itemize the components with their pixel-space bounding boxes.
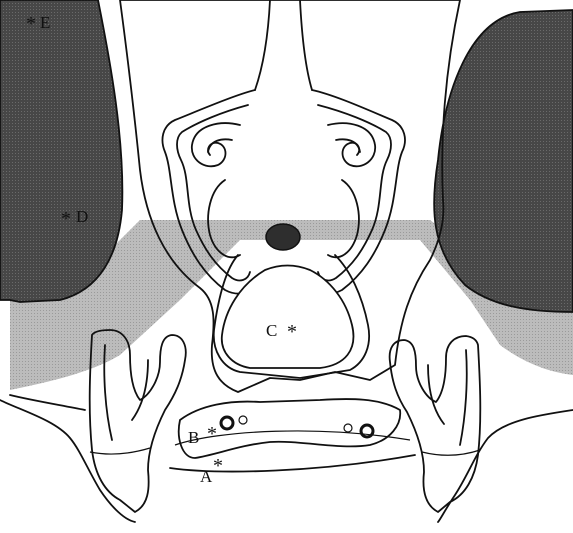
right-turbinate <box>306 90 405 294</box>
svg-text:B: B <box>188 428 199 447</box>
palatine-foramen-right <box>361 425 373 437</box>
left-dark-region <box>0 0 122 302</box>
small-foramen-right <box>344 424 352 432</box>
left-tooth <box>90 330 186 512</box>
svg-text:*: * <box>26 13 36 35</box>
right-tooth <box>390 336 481 512</box>
svg-text:*: * <box>213 455 223 477</box>
nasal-septum-right-edge <box>300 0 312 90</box>
nasal-septum <box>255 0 270 90</box>
svg-text:E: E <box>40 13 50 32</box>
svg-text:*: * <box>207 423 217 445</box>
svg-text:*: * <box>61 208 71 230</box>
jaw-outline <box>0 395 573 522</box>
palatine-foramen-left <box>221 417 233 429</box>
small-foramen-left <box>239 416 247 424</box>
central-dark-oval <box>266 224 300 250</box>
label-a: A * <box>200 455 223 486</box>
svg-text:*: * <box>287 321 297 343</box>
svg-text:D: D <box>76 207 88 226</box>
svg-text:C: C <box>266 321 277 340</box>
svg-text:A: A <box>200 467 213 486</box>
right-dark-region <box>434 10 573 312</box>
label-b: B * <box>188 423 217 447</box>
